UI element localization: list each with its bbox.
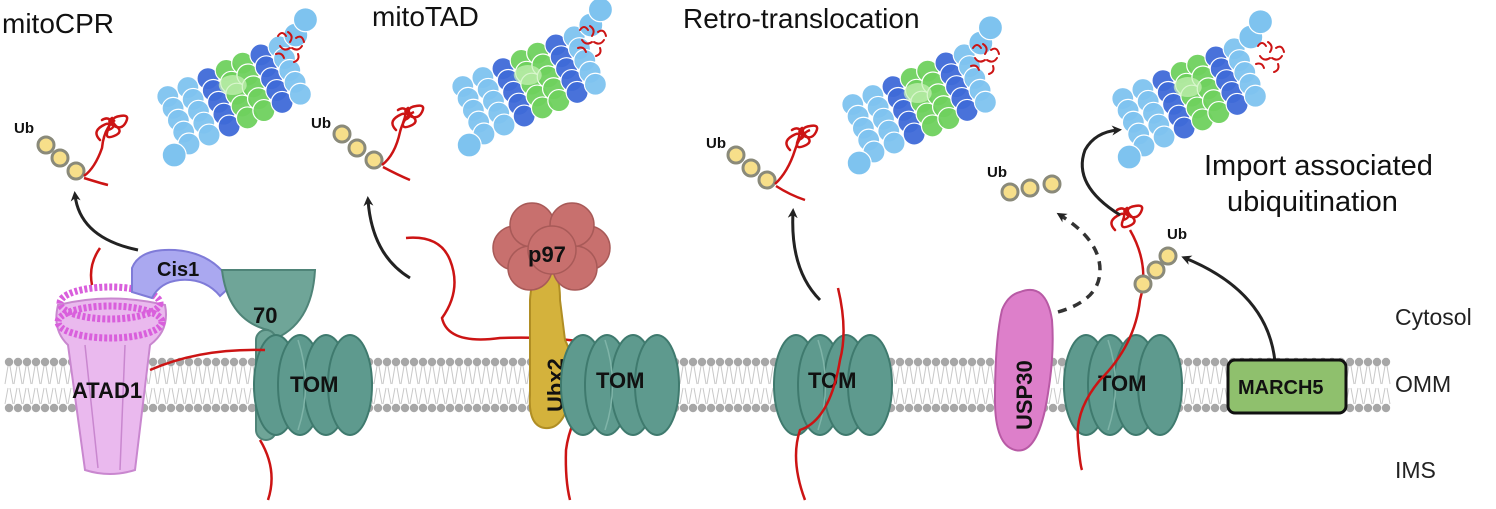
panel-mitocpr: ATAD1 Cis1 70 TOM Ub [14, 7, 373, 501]
title-import-ubiquitination-line1: Import associated [1204, 150, 1433, 182]
substrate-chain-3 [794, 287, 845, 501]
arrow-icon [363, 196, 411, 280]
proteasome-icon [1111, 9, 1274, 170]
arrow-icon [787, 208, 822, 302]
tom-complex-3: TOM [773, 334, 893, 436]
label-ims: IMS [1395, 457, 1436, 483]
free-ub: Ub [987, 164, 1062, 202]
hsp70-label: 70 [253, 303, 277, 328]
panel-import-ubiquitination: USP30 Ub TOM Ub MARCH5 [987, 9, 1348, 471]
arrow-icon [70, 191, 139, 252]
ubiquitination-arrow-icon [1181, 255, 1277, 363]
p97-complex: p97 [492, 202, 611, 291]
title-import-ubiquitination-line2: ubiquitination [1227, 186, 1398, 218]
cis1-label: Cis1 [157, 259, 199, 281]
panel-retro-translocation: TOM Ub [706, 15, 1004, 501]
usp30-label: USP30 [1012, 360, 1037, 430]
tom-complex-1: TOM [253, 334, 373, 436]
atad1-label: ATAD1 [72, 378, 142, 403]
ub-chain-2: Ub [311, 104, 425, 182]
ub-label-1: Ub [14, 120, 34, 137]
proteasome-icon [841, 15, 1004, 176]
p97-label: p97 [528, 242, 566, 267]
deubiquitination-arrow-icon [1056, 212, 1102, 314]
march5-protein: MARCH5 [1226, 358, 1348, 415]
title-mitocpr: mitoCPR [2, 8, 114, 39]
proteasome-icon [451, 0, 614, 158]
ub-label-3: Ub [706, 135, 726, 152]
tom-complex-2: TOM [560, 334, 680, 436]
substrate-chain-1 [149, 348, 273, 501]
ub-chain-4: Ub [1133, 226, 1187, 294]
degraded-peptide-icon [275, 31, 305, 63]
degraded-peptide-icon [577, 25, 607, 57]
ub-chain-3: Ub [706, 124, 819, 202]
label-cytosol: Cytosol [1395, 304, 1472, 330]
degraded-peptide-icon [970, 43, 1000, 75]
march5-label: MARCH5 [1238, 377, 1324, 399]
ub-label-free: Ub [987, 164, 1007, 181]
arrow-icon [1080, 125, 1122, 217]
ub-label-4: Ub [1167, 226, 1187, 243]
label-omm: OMM [1395, 371, 1451, 397]
tom-label-2: TOM [596, 368, 644, 393]
tom-complex-4: TOM [1063, 334, 1183, 436]
degraded-peptide-icon [1255, 41, 1285, 73]
ub-chain-1: Ub [14, 114, 129, 187]
tom-label-1: TOM [290, 372, 338, 397]
cis1-protein: Cis1 [131, 248, 234, 300]
usp30-protein: USP30 [993, 289, 1054, 452]
title-retro-translocation: Retro-translocation [683, 3, 920, 34]
panel-mitotad: Ubx2 p97 TOM Ub [311, 0, 680, 501]
proteasome-icon [156, 7, 319, 168]
title-mitotad: mitoTAD [372, 1, 479, 32]
atad1-complex: ATAD1 [54, 283, 167, 475]
ub-label-2: Ub [311, 115, 331, 132]
